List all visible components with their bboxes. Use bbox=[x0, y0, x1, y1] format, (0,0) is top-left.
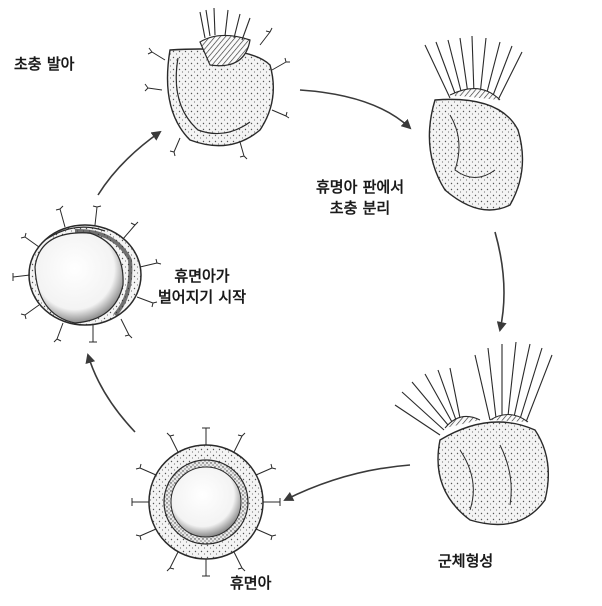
label-opening-line-2: 벌어지기 시작 bbox=[158, 288, 247, 306]
arrow-separation-to-colony bbox=[494, 231, 507, 332]
arrow-opening-to-budding bbox=[97, 130, 162, 196]
label-separation-line-2: 초충 분리 bbox=[329, 199, 391, 217]
cycle-arrows bbox=[85, 89, 507, 501]
label-dormant: 휴면아 bbox=[230, 574, 272, 592]
colony-formation-illustration bbox=[394, 341, 553, 526]
label-opening: 휴면아가 벌어지기 시작 bbox=[158, 266, 246, 308]
label-budding: 초충 발아 bbox=[14, 55, 75, 73]
zooid-separation-illustration bbox=[424, 35, 524, 211]
budding-statoblast-illustration bbox=[144, 7, 290, 160]
opening-statoblast-illustration bbox=[12, 205, 162, 343]
label-colony: 군체형성 bbox=[438, 552, 494, 570]
arrow-dormant-to-opening bbox=[85, 353, 136, 433]
label-separation: 휴명아 판에서 초충 분리 bbox=[316, 177, 404, 219]
arrow-budding-to-separation bbox=[299, 89, 412, 130]
arrow-colony-to-dormant bbox=[283, 464, 411, 501]
label-opening-line-1: 휴면아가 bbox=[174, 267, 230, 285]
label-separation-line-1: 휴명아 판에서 bbox=[316, 178, 405, 196]
dormant-statoblast-illustration bbox=[131, 427, 281, 577]
